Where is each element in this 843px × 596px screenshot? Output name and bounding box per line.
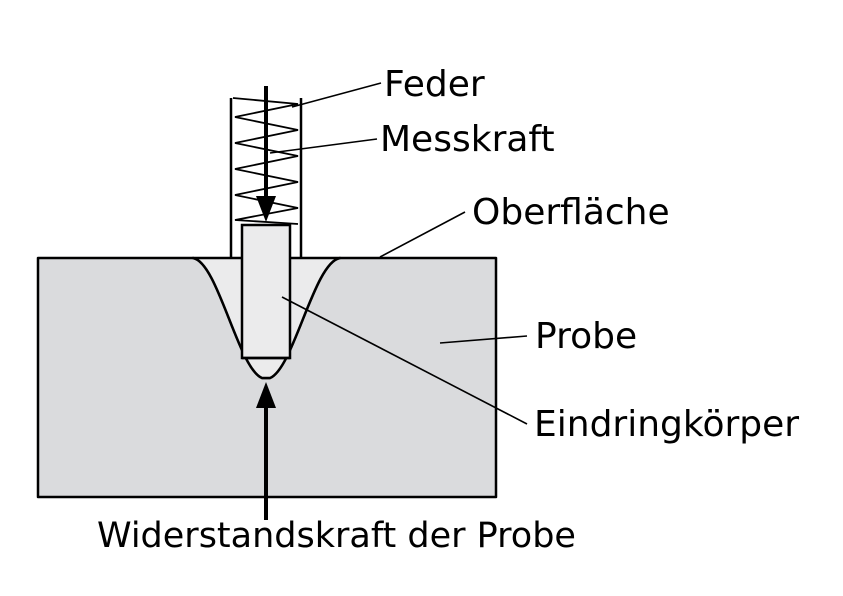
leader-feder [291, 82, 382, 108]
indenter-pin [240, 223, 292, 360]
measuring-force-arrowhead [256, 196, 276, 222]
label-eindringkoerper: Eindringkörper [534, 404, 799, 445]
label-widerstandskraft: Widerstandskraft der Probe [97, 516, 576, 556]
leader-oberflaeche [379, 211, 466, 258]
label-feder: Feder [384, 64, 485, 105]
label-oberflaeche: Oberfläche [472, 192, 670, 233]
label-messkraft: Messkraft [380, 119, 555, 160]
leader-probe [439, 335, 528, 344]
leader-messkraft [269, 138, 378, 154]
label-probe: Probe [535, 316, 637, 357]
resistance-force-arrowhead [256, 382, 276, 408]
leader-eindringkoerper [281, 296, 528, 425]
